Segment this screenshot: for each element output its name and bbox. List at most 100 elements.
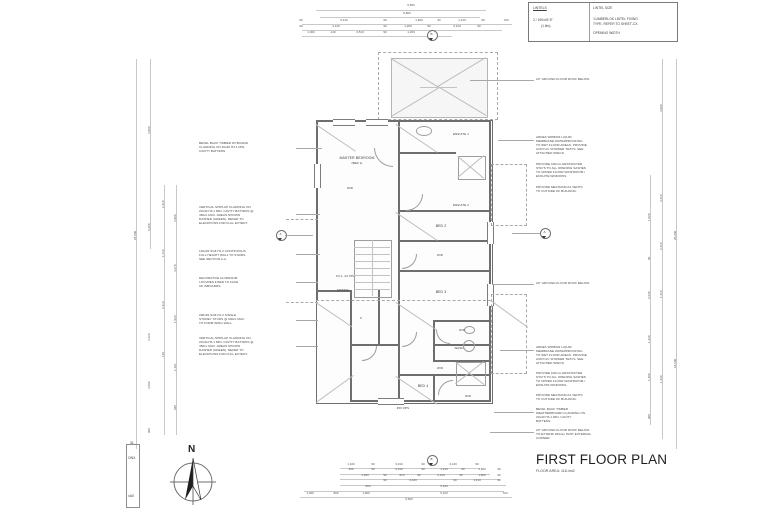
window-opening bbox=[333, 118, 355, 126]
dim-right-18600: 18,600 bbox=[673, 358, 677, 368]
bottom-dimension-block: 1,100 90 3,310 90 3,120 90 300 90 2,310 … bbox=[296, 462, 516, 508]
north-arrow-compass: N bbox=[160, 444, 226, 508]
section-marker-top[interactable]: B bbox=[427, 30, 438, 42]
section-marker-a-left[interactable]: A bbox=[276, 230, 287, 242]
dim-left-r4-4: 940 bbox=[173, 404, 177, 410]
dim-bot-r0-0: 1,100 bbox=[347, 461, 355, 466]
window-opening bbox=[487, 222, 494, 244]
dim-top-r2-4: 90 bbox=[437, 17, 441, 22]
margin-tag-mid: ON3. bbox=[128, 456, 136, 460]
window-opening bbox=[487, 284, 494, 306]
section-marker-label: A bbox=[279, 232, 282, 236]
dim-right-r4-3: 900 bbox=[647, 413, 651, 419]
lintel-fixing-line1: 'LUMBERLOK LINTEL FIXING bbox=[593, 17, 638, 21]
dim-top-r2-6: 90 bbox=[481, 17, 485, 22]
dim-bot-r1-2: 2,310 bbox=[395, 467, 403, 471]
dim-bot-r5-1: 800 bbox=[333, 490, 339, 495]
dim-left-r3-0: 2,410 bbox=[161, 200, 165, 208]
finished-floor-level: F.F.L. 24.765 bbox=[336, 274, 354, 278]
note-roof-below-corner: 20° GROUND FLOOR ROOF BELOW. TO EXTEND 4… bbox=[536, 428, 592, 440]
dim-bot-r1-1: 90 bbox=[371, 467, 375, 471]
dim-bot-r0-2: 3,310 bbox=[395, 461, 403, 466]
dim-bot-r1-7: 90 bbox=[497, 467, 501, 471]
note-vertical-shiplap-upper: VERTICAL SHIPLAP CLADDING ON 20x40 H3.1 … bbox=[199, 205, 254, 225]
dim-right-r4-0: 1,420 bbox=[647, 335, 651, 343]
lintel-col1-header: LINTELS bbox=[533, 6, 547, 10]
lintel-fixing-line2: TYPE, REFER TO SHEET-CX. bbox=[593, 21, 639, 26]
lintel-col2-header: LINTEL SIZE bbox=[593, 6, 613, 10]
wardrobe-tag-3: W/D bbox=[459, 328, 465, 332]
dim-top-r3-3: 1,200 bbox=[404, 23, 412, 28]
dim-top-r4-4: 1,260 bbox=[407, 29, 415, 34]
note-restricter-stays-upper: PROVIDE 100mm RESTRICTER STAYS TO ALL OP… bbox=[536, 162, 586, 178]
dim-left-r5-1: 4,500 bbox=[147, 381, 151, 389]
dim-top-r2-1: 5,410 bbox=[340, 17, 348, 22]
floor-area-label: FLOOR AREA: 118.4m2 bbox=[536, 469, 575, 473]
shower-tray-wash bbox=[456, 362, 486, 386]
dim-top-r2-2: 90 bbox=[383, 17, 387, 22]
dim-bot-r2-3: 90 bbox=[417, 472, 421, 477]
dim-right-25900: 25,900 bbox=[673, 230, 677, 240]
right-dimension-block: 25,900 18,600 3,900 3,410 2,410 1,410 1,… bbox=[640, 55, 692, 455]
dim-top-overall-9500: 9,500 bbox=[407, 3, 415, 7]
dim-top-overall-8800: 8,800 bbox=[403, 10, 411, 15]
note-roof-below-top: 20° GROUND FLOOR ROOF BELOW. bbox=[536, 77, 590, 81]
dim-top-r3-1: 4,120 bbox=[332, 23, 340, 28]
dim-left-25900: 25,900 bbox=[133, 230, 137, 240]
note-wing-wall-studs: 290x45 SG8 H1.2 SINGLE STOREY STUDS @ 60… bbox=[199, 313, 245, 325]
dim-right-r1-1: 2,410 bbox=[659, 242, 663, 250]
north-label: N bbox=[188, 444, 196, 455]
dim-top-r3-6: 90 bbox=[477, 23, 481, 28]
page-title: FIRST FLOOR PLAN bbox=[536, 452, 668, 467]
dim-left-r3-1: 1,710 bbox=[161, 249, 165, 257]
dim-left-r4-0: 3,900 bbox=[173, 214, 177, 222]
dim-left-r3-3: 140 bbox=[161, 351, 165, 357]
dim-right-r2-1: 90 bbox=[647, 256, 651, 260]
dim-right-3900: 3,900 bbox=[659, 104, 663, 112]
staircase bbox=[354, 240, 392, 298]
margin-tag-bottom: vA0 bbox=[128, 494, 134, 498]
shower-tray-ensuite1 bbox=[458, 156, 486, 180]
dim-right-r2-0: 1,520 bbox=[647, 213, 651, 221]
dim-bot-r1-6: 1,820 bbox=[478, 467, 486, 471]
note-waterproofing-lower: ARDEX WPM001 LIQUID MEMBRANE WATERPROOFI… bbox=[536, 345, 587, 365]
dim-top-r4-2: 3,510 bbox=[356, 29, 364, 34]
note-louvres: DECORATIVE ALUMINIUM LOUVRES FIXED TO FA… bbox=[199, 276, 239, 288]
lintel-col1-value: 2 / 190x45 'E' bbox=[533, 18, 553, 22]
dim-bot-r5-0: 1,000 bbox=[306, 490, 314, 495]
dim-left-r5-2: 900 bbox=[147, 427, 151, 433]
dim-top-r2-5: 1,210 bbox=[458, 17, 466, 22]
dim-bot-r5-2: 1,900 bbox=[362, 490, 370, 495]
dim-bot-r5-3: 5,100 bbox=[440, 490, 448, 495]
section-marker-a-right[interactable]: A bbox=[540, 228, 551, 240]
note-mech-vents-upper: PROVIDE MECHANICAL VENTS TO OUTSIDE OF B… bbox=[536, 185, 583, 193]
dim-bot-r0-1: 90 bbox=[371, 461, 375, 466]
lintel-opening-width: OPENING WIDTH bbox=[593, 31, 620, 35]
window-opening bbox=[366, 118, 388, 126]
dim-bot-r2-1: 90 bbox=[383, 472, 387, 477]
room-wash-label: WASH bbox=[454, 346, 464, 350]
wardrobe-tag-5: W/D bbox=[465, 394, 471, 398]
section-marker-label: B bbox=[430, 457, 433, 461]
dim-bot-overall-9500: 9,500 bbox=[405, 497, 413, 501]
note-stair-wall: 140x45 SG8 H1.2 CONTINUOUS FULL HEIGHT W… bbox=[199, 249, 247, 261]
room-ensuite-1-label: ENSUITE 1 bbox=[453, 132, 469, 136]
note-bevel-back-weatherboard: BEVEL BACK TIMBER WEATHERBOARD CLADDING … bbox=[536, 407, 586, 423]
dim-right-r1-0: 3,410 bbox=[659, 194, 663, 202]
section-marker-bottom[interactable]: B bbox=[427, 455, 438, 467]
dim-bot-r2-6: 1,820 bbox=[478, 472, 486, 477]
toilet-icon bbox=[463, 340, 475, 352]
section-arrow-icon bbox=[428, 463, 433, 467]
dim-bot-r2-7: 90 bbox=[497, 472, 501, 477]
top-dimension-block: 9,500 8,800 90 5,410 90 1,820 90 1,210 9… bbox=[296, 2, 516, 38]
note-roof-below-mid: 20° GROUND FLOOR ROOF BELOW. bbox=[536, 281, 590, 285]
margin-tag-top: 31. bbox=[130, 441, 135, 445]
note-vertical-shiplap-lower: VERTICAL SHIPLAP CLADDING ON 20x40 H3.1 … bbox=[199, 336, 254, 356]
dim-top-r2-7: 700 bbox=[503, 17, 509, 22]
dim-top-r3-5: 3,120 bbox=[453, 23, 461, 28]
room-sitting-label: SITTING bbox=[336, 288, 350, 292]
dim-bot-r1-0: 300 bbox=[348, 467, 354, 471]
room-master-bedroom-label: MASTER BEDROOM bbox=[339, 156, 375, 160]
compass-icon bbox=[170, 457, 216, 505]
